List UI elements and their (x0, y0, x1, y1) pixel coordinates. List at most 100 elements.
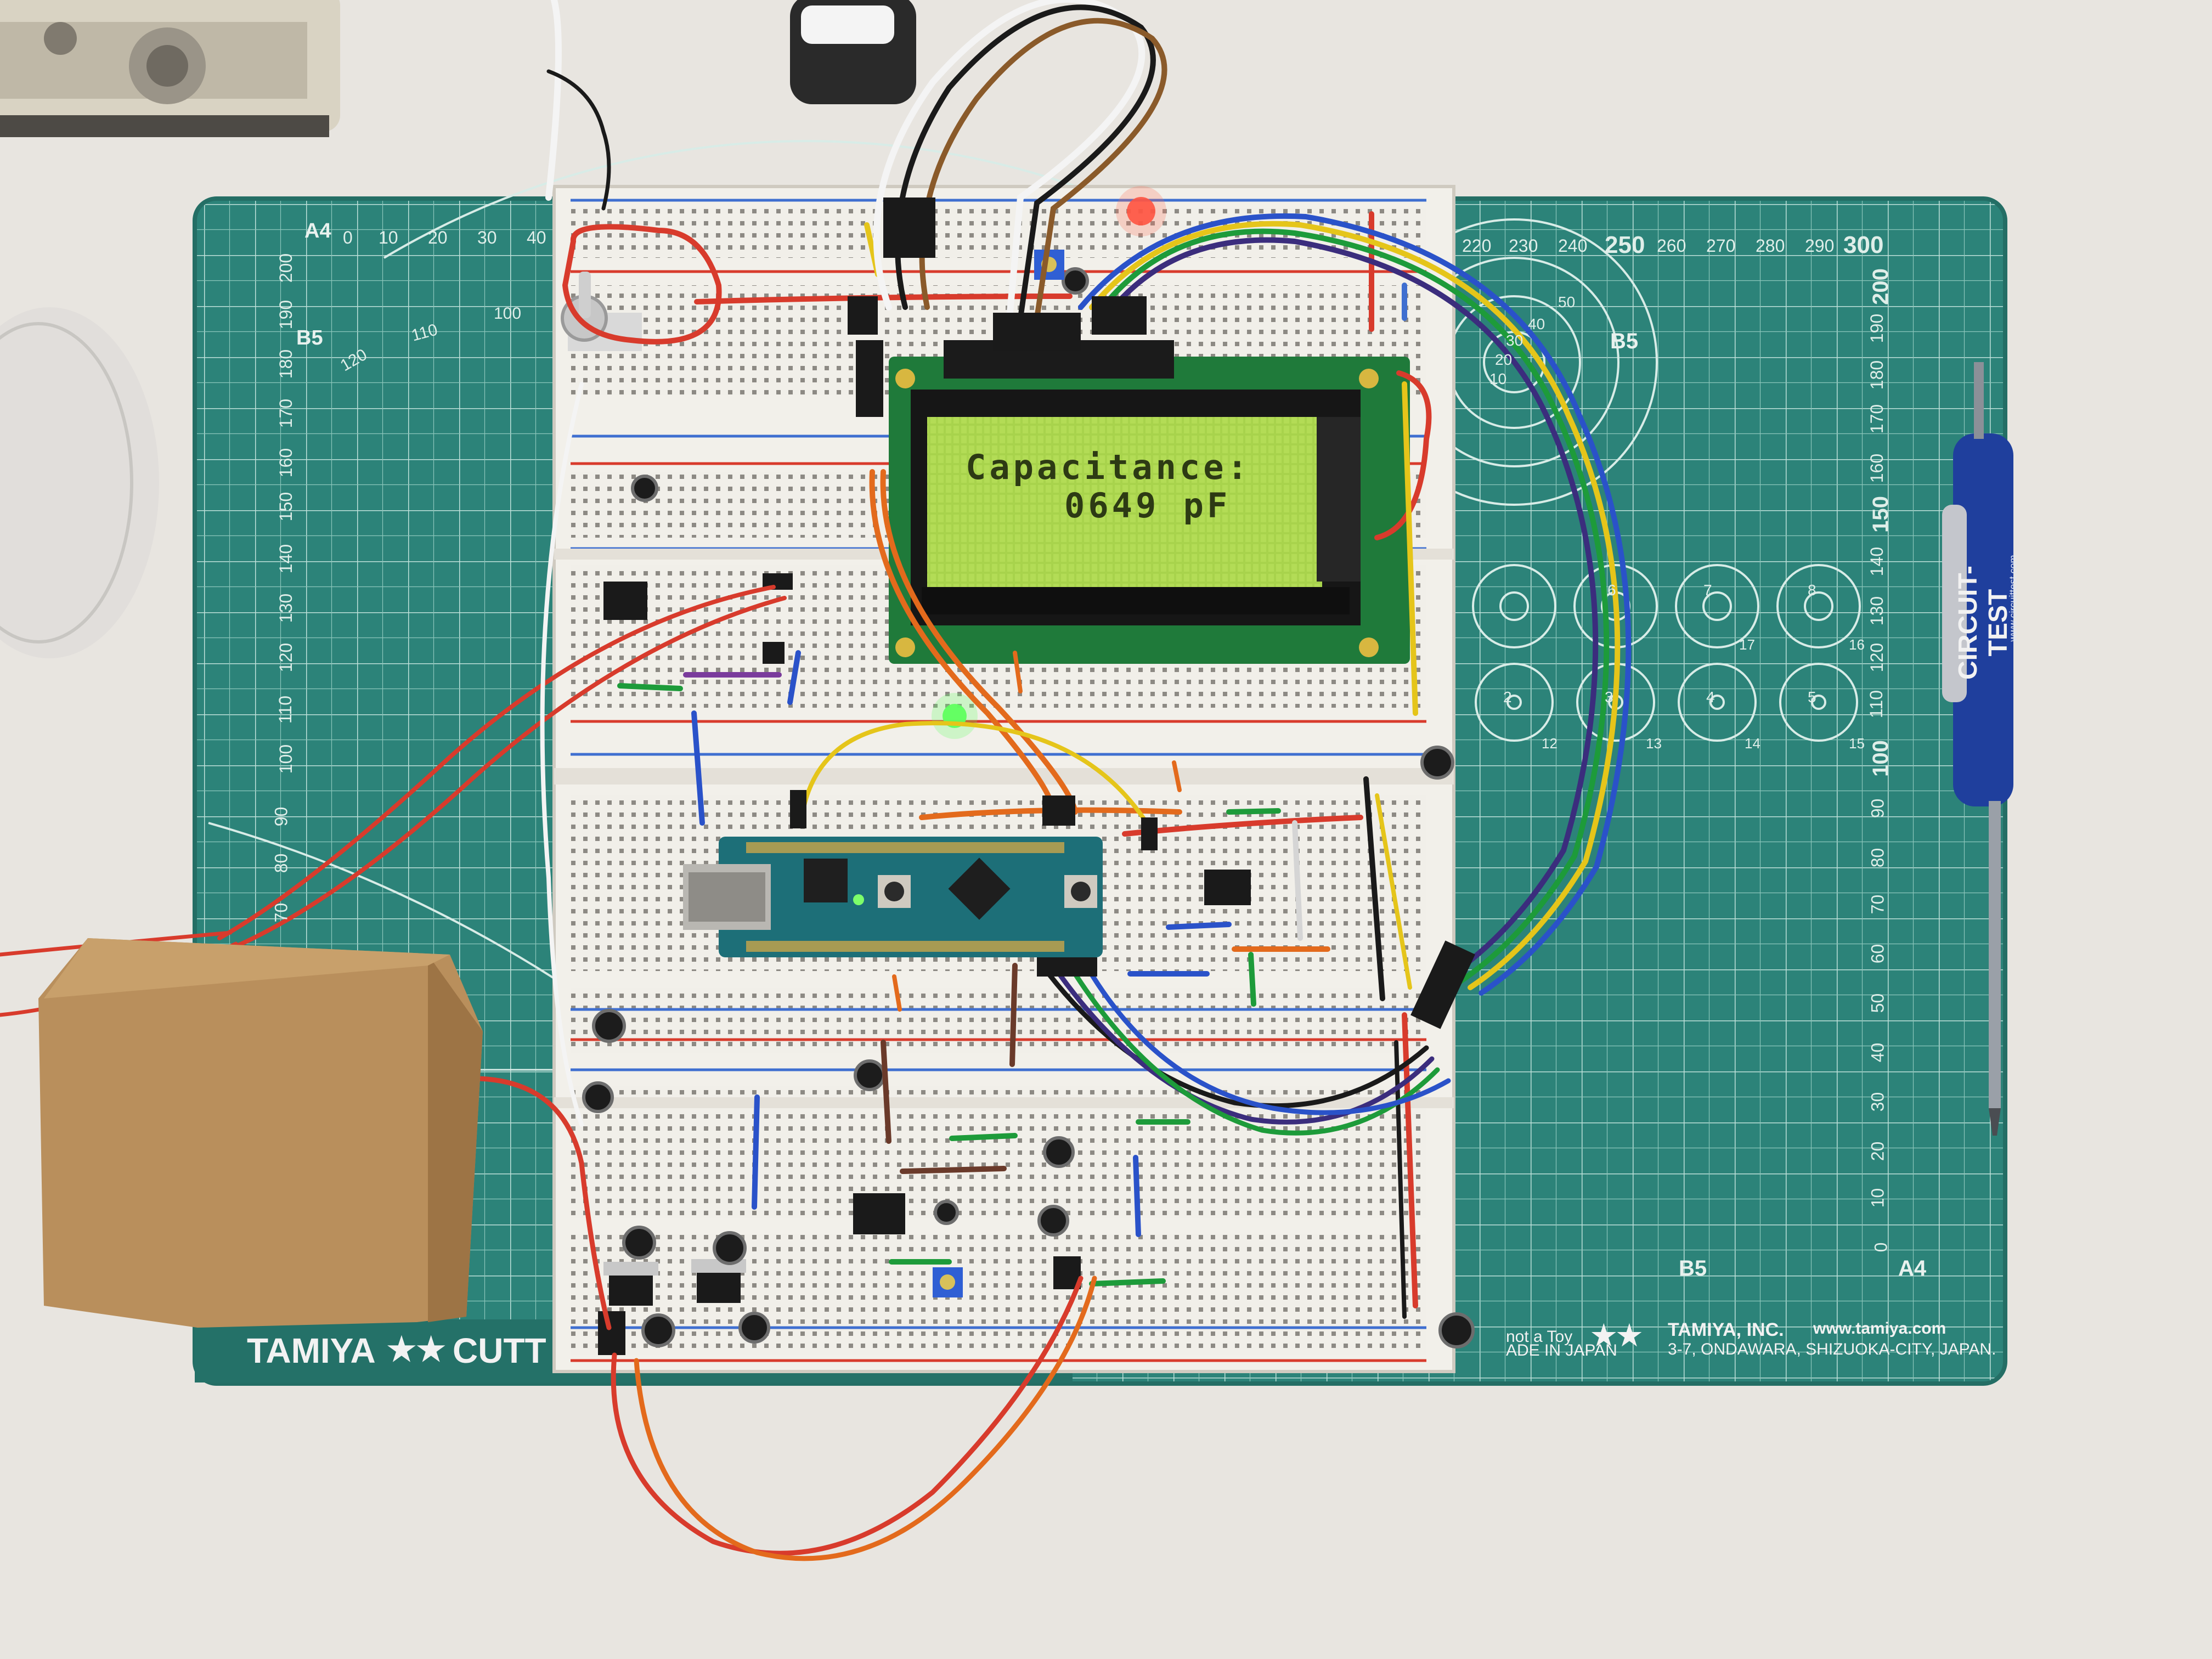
target-number: 5 (1808, 689, 1816, 706)
scale-number: 20 (428, 228, 448, 247)
target-number: 17 (1739, 636, 1755, 653)
target-number: 13 (1646, 735, 1662, 752)
scale-number: 290 (1805, 236, 1835, 256)
arc-label: 100 (494, 304, 522, 323)
scale-number: 110 (275, 695, 296, 724)
screwdriver (1942, 362, 2013, 1136)
scale-number: 130 (276, 593, 296, 623)
electrolytic-capacitors (582, 267, 1475, 1348)
cardboard-box (38, 938, 483, 1328)
scale-number: 90 (1867, 798, 1888, 819)
scale-number: 230 (1509, 236, 1538, 256)
scale-number: 190 (276, 300, 296, 330)
scale-number: 100 (276, 744, 296, 774)
scale-number: 150 (276, 492, 296, 522)
not-a-toy-text: not a Toy (1506, 1328, 1573, 1346)
lcd-line-1: Capacitance: (966, 447, 1251, 487)
external-wires (0, 0, 1097, 1561)
dupont-cables (799, 0, 1632, 1136)
arduino-nano-board (683, 837, 1103, 957)
scale-number: 0 (343, 228, 353, 247)
scale-number: 160 (276, 448, 296, 478)
scale-number: 10 (1867, 1188, 1888, 1208)
scale-number: 90 (271, 806, 291, 827)
scale-number: 80 (271, 853, 291, 873)
paper-size-b5-bottom: B5 (1679, 1256, 1707, 1280)
scale-number: 150 (1868, 496, 1893, 533)
scale-number: 170 (1867, 404, 1887, 434)
target-number: 10 (1489, 370, 1507, 387)
scale-number: 180 (276, 349, 296, 379)
paper-size-b5-left: B5 (296, 326, 323, 349)
usb-adapter (790, 0, 916, 104)
status-leds (932, 186, 1166, 739)
scale-number: 30 (1867, 1092, 1888, 1112)
scale-number: 200 (1868, 268, 1893, 305)
scale-number: 50 (1867, 993, 1888, 1013)
target-number: 6 (1607, 582, 1616, 599)
scale-number: 30 (477, 228, 497, 247)
scale-number: 70 (271, 902, 291, 923)
wire-connectors (598, 198, 1475, 1355)
target-number: 15 (1849, 735, 1865, 752)
scale-number: 140 (1867, 546, 1887, 577)
target-number: 40 (1528, 315, 1545, 332)
target-number: 4 (1706, 689, 1715, 706)
paper-size-b5-right: B5 (1610, 329, 1639, 353)
tamiya-logo-small: ★★ (1591, 1320, 1643, 1352)
ic-chips (603, 582, 1251, 1234)
scale-number: 160 (1867, 453, 1887, 483)
scale-number: 40 (1867, 1042, 1888, 1063)
trimmer-potentiometers (933, 250, 1064, 1297)
target-number: 3 (1605, 689, 1613, 706)
scale-number: 240 (1558, 236, 1588, 256)
target-number: 50 (1558, 294, 1576, 311)
scale-number: 270 (1706, 236, 1736, 256)
scale-number: 180 (1867, 360, 1887, 390)
scale-number: 280 (1756, 236, 1785, 256)
target-number: 14 (1745, 735, 1760, 752)
scale-number: 220 (1462, 236, 1492, 256)
brand-cutter-suffix: CUTT (453, 1331, 546, 1370)
scale-number: 140 (276, 544, 296, 574)
voltage-regulators (603, 1259, 746, 1306)
scale-number: 70 (1867, 894, 1888, 915)
scale-number: 120 (1867, 642, 1887, 673)
scale-number: 200 (276, 253, 296, 283)
scale-number: 300 (1843, 232, 1884, 258)
target-number: 2 (1503, 689, 1512, 706)
scale-number: 100 (1868, 740, 1893, 777)
scale-number: 250 (1605, 232, 1645, 258)
lcd-line-2: 0649 pF (1064, 486, 1231, 526)
company-address: 3-7, ONDAWARA, SHIZUOKA-CITY, JAPAN. (1668, 1340, 1996, 1358)
paper-size-a4-top: A4 (304, 219, 331, 242)
scale-number: 170 (276, 398, 296, 428)
brand-tamiya-left: TAMIYA (247, 1331, 376, 1370)
target-number: 8 (1808, 582, 1816, 599)
brand-tamiya-stars: ★★ (387, 1331, 446, 1368)
scale-number: 260 (1657, 236, 1686, 256)
screwdriver-url: www.circuittest.com (2007, 555, 2019, 642)
target-number: 20 (1495, 351, 1513, 368)
lcd-module (889, 340, 1410, 664)
scale-number: 110 (1866, 690, 1887, 719)
scale-number: 0 (1871, 1242, 1891, 1252)
company-name: TAMIYA, INC. (1668, 1319, 1784, 1340)
target-number: 16 (1849, 636, 1865, 653)
screwdriver-brand: CIRCUIT-TEST (1954, 566, 2013, 680)
scale-number: 80 (1867, 848, 1888, 868)
made-in-japan-text: ADE IN JAPAN (1506, 1341, 1617, 1359)
bench-instrument (0, 0, 340, 137)
plastic-cup (0, 307, 159, 658)
target-number: 12 (1542, 735, 1558, 752)
scale-number: 40 (527, 228, 546, 247)
target-number: 7 (1703, 582, 1712, 599)
scale-number: 120 (276, 642, 296, 673)
scale-number: 10 (379, 228, 398, 247)
target-number: 30 (1506, 332, 1523, 349)
company-website: www.tamiya.com (1813, 1319, 1946, 1338)
scale-number: 60 (1867, 944, 1888, 964)
scale-number: 130 (1867, 596, 1887, 626)
paper-size-a4-bottom: A4 (1898, 1256, 1927, 1280)
